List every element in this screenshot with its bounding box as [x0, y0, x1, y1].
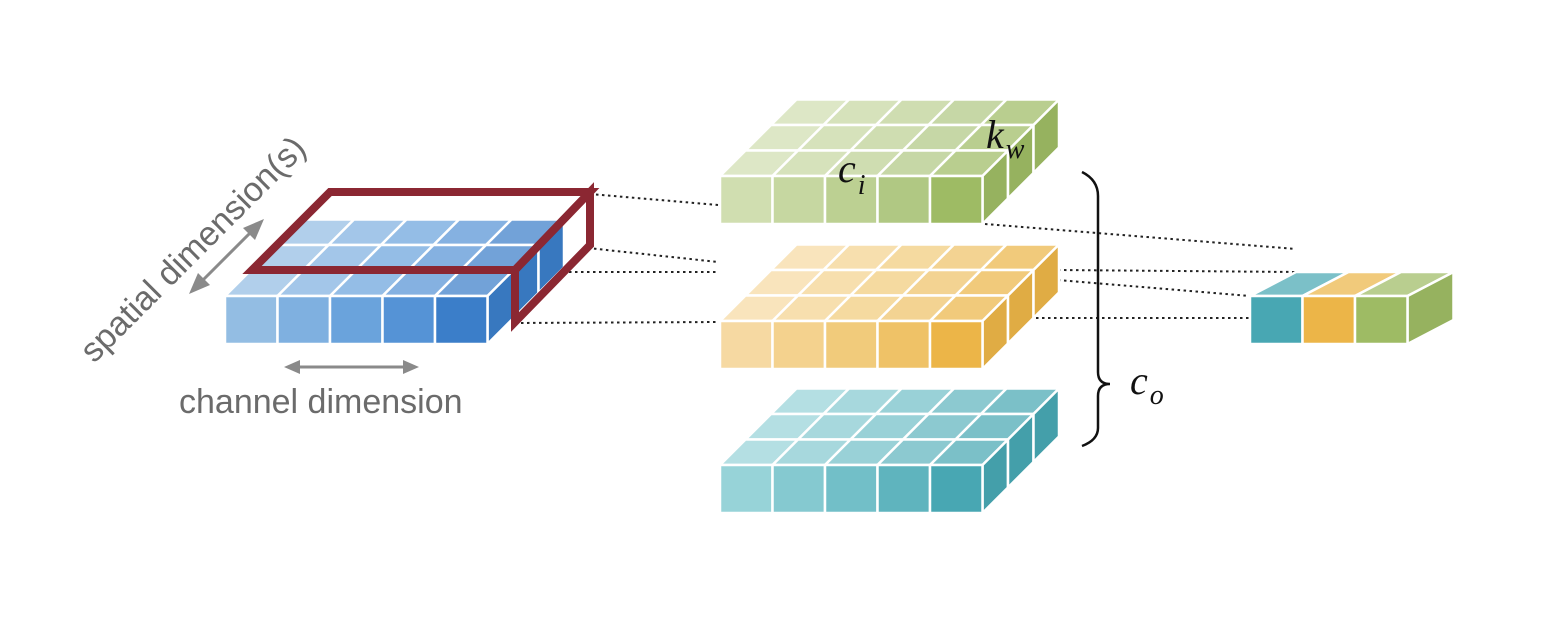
output-front-cell [1301, 294, 1357, 346]
input-front-cell [381, 294, 437, 346]
filter-orange-front-cell [876, 319, 932, 371]
filter-green-front-cell [718, 174, 774, 226]
input-front-cell [433, 294, 489, 346]
connector-line [514, 321, 719, 324]
svg-text:kw: kw [986, 112, 1025, 165]
connector-line [1057, 269, 1297, 273]
connector-line [589, 193, 719, 206]
output-front-cell [1248, 294, 1304, 346]
filter-orange-front-cell [718, 319, 774, 371]
input-feature-block [221, 216, 568, 348]
output-block [1248, 269, 1455, 347]
filter-teal-front-cell [928, 463, 984, 515]
filter-orange-front-cell [823, 319, 879, 371]
connector-lines [514, 193, 1297, 324]
input-front-cell [223, 294, 279, 346]
input-front-cell [328, 294, 384, 346]
filter-orange-front-cell [771, 319, 827, 371]
filter-orange-side-cell [1032, 241, 1061, 322]
connector-line [587, 247, 719, 263]
co-label: co [1130, 358, 1164, 411]
ci-label: ci [838, 146, 866, 201]
channel-dimension-arrow [284, 360, 419, 374]
filter-teal-front-cell [823, 463, 879, 515]
filter-teal-front-cell [771, 463, 827, 515]
connector-line [984, 223, 1297, 250]
filter-green-front-cell [771, 174, 827, 226]
kernel-window-outline [242, 182, 600, 332]
filter-green-side-cell [1032, 96, 1061, 177]
filter-orange-front-cell [928, 319, 984, 371]
filter-block-orange [716, 241, 1063, 373]
output-front-cell [1353, 294, 1409, 346]
input-front-cell [276, 294, 332, 346]
filter-block-green [716, 96, 1063, 228]
channel-dimension-label: channel dimension [179, 383, 463, 421]
filter-green-front-cell [928, 174, 984, 226]
filter-green-front-cell [823, 174, 879, 226]
svg-text:ci: ci [838, 146, 866, 201]
filter-teal-front-cell [718, 463, 774, 515]
filter-teal-front-cell [876, 463, 932, 515]
output-channels-brace [1081, 170, 1111, 448]
kw-label: kw [986, 112, 1025, 165]
window-outline-side [511, 182, 594, 332]
filter-green-front-cell [876, 174, 932, 226]
filter-teal-side-cell [1032, 385, 1061, 466]
filter-block-teal [716, 385, 1063, 517]
svg-text:co: co [1130, 358, 1164, 411]
connector-line [1057, 279, 1251, 297]
spatial-dimension-arrow [189, 219, 264, 294]
